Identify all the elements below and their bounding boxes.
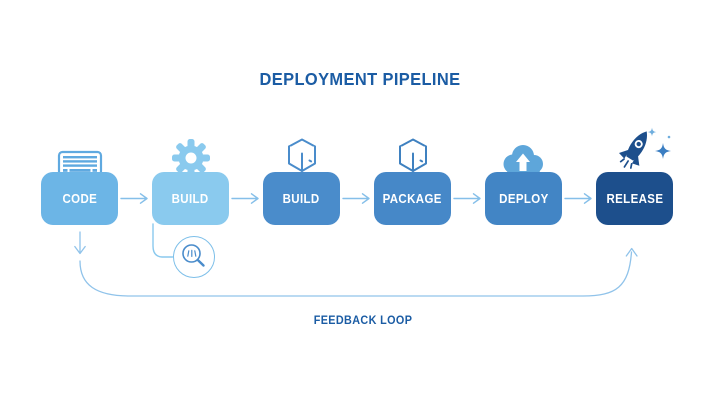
feedback-loop-label: FEEDBACK LOOP <box>313 315 413 327</box>
stage-label: RELEASE <box>606 191 663 206</box>
feedback-down-arrow <box>74 231 86 255</box>
magnifier-code-icon <box>182 244 205 267</box>
stage-box-deploy: DEPLOY <box>485 172 562 225</box>
rocket-icon <box>618 127 671 169</box>
feedback-loop-curve <box>79 251 633 297</box>
page-title: DEPLOYMENT PIPELINE <box>259 69 461 89</box>
stage-label: DEPLOY <box>498 191 549 206</box>
stage-label: BUILD <box>282 191 320 206</box>
arrow-package-deploy <box>453 193 481 204</box>
stage-box-code: CODE <box>41 172 118 225</box>
stage-box-build-artifact: BUILD <box>263 172 340 225</box>
stage-label: BUILD <box>171 191 209 206</box>
stage-box-build-ci: BUILD <box>152 172 229 225</box>
gear-icon <box>172 139 210 177</box>
sparkle-dot <box>667 135 671 139</box>
sparkle-star-icon <box>655 143 671 159</box>
build-test-connector <box>152 223 174 258</box>
stage-label: CODE <box>62 191 97 206</box>
arrow-code-build <box>120 193 148 204</box>
package-box-icon <box>288 138 316 172</box>
keyboard-icon <box>57 150 103 177</box>
cloud-upload-icon <box>503 145 543 176</box>
arrow-build-build <box>231 193 259 204</box>
package-box-icon <box>399 138 427 172</box>
stage-box-release: RELEASE <box>596 172 673 225</box>
arrow-build-package <box>342 193 370 204</box>
feedback-up-arrowhead <box>625 247 638 257</box>
stage-box-package: PACKAGE <box>374 172 451 225</box>
test-circle <box>173 236 215 278</box>
sparkle-star-icon <box>647 127 657 137</box>
stage-label: PACKAGE <box>382 191 443 206</box>
arrow-deploy-release <box>564 193 592 204</box>
